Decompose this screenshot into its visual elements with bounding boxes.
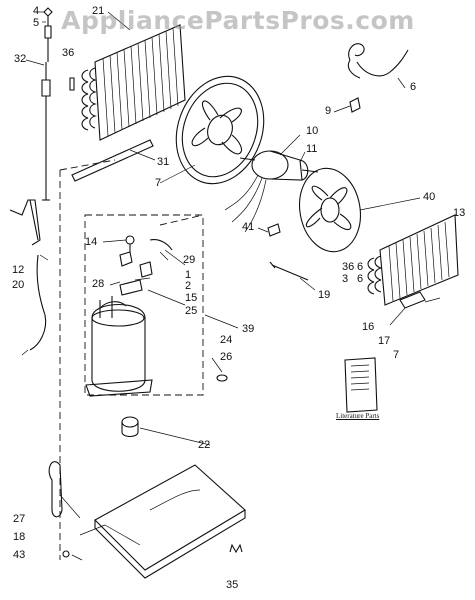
tube-part-32 xyxy=(41,62,51,201)
literature-label: Literature Parts xyxy=(336,412,380,420)
callout-5: 5 xyxy=(33,17,40,29)
callout-20: 20 xyxy=(12,279,25,291)
callout-7b: 7 xyxy=(393,349,400,361)
bolt-part-19 xyxy=(269,261,309,281)
callout-6: 6 xyxy=(410,81,417,93)
leader-lines xyxy=(25,11,441,561)
callout-43: 43 xyxy=(13,549,26,561)
callout-25: 25 xyxy=(185,305,198,317)
callout-16: 16 xyxy=(362,321,375,333)
gasket-part-27 xyxy=(48,461,63,518)
callout-10: 10 xyxy=(306,125,319,137)
relay-part-28 xyxy=(119,251,153,296)
tube-part-12 xyxy=(9,199,41,246)
callout-15: 15 xyxy=(185,292,198,304)
callout-31: 31 xyxy=(157,156,170,168)
compressor-part-39 xyxy=(85,296,153,397)
callout-18: 18 xyxy=(13,531,26,543)
callout-26: 26 xyxy=(220,351,233,363)
base-pan xyxy=(94,464,246,579)
bracket-part-16 xyxy=(399,291,426,309)
harness-part-20 xyxy=(21,254,49,356)
callout-22: 22 xyxy=(198,439,211,451)
overload-part-14 xyxy=(125,235,173,252)
valve-part-4-5 xyxy=(43,7,53,62)
grommet-part-24 xyxy=(216,374,228,382)
callout-29: 29 xyxy=(183,254,196,266)
callout-24: 24 xyxy=(220,334,233,346)
callout-3: 3 xyxy=(342,273,349,285)
callout-6c: 6 xyxy=(357,273,364,285)
callout-28: 28 xyxy=(92,278,105,290)
literature-sheet xyxy=(344,357,378,413)
callout-9: 9 xyxy=(325,105,332,117)
callout-19: 19 xyxy=(318,289,331,301)
callout-40: 40 xyxy=(423,191,436,203)
callout-2: 2 xyxy=(185,280,192,292)
tubing-part-6 xyxy=(347,43,409,79)
callout-39: 39 xyxy=(242,323,255,335)
callout-6b: 6 xyxy=(357,261,364,273)
evaporator-coil-part-13 xyxy=(367,214,459,306)
clip-part-9 xyxy=(349,97,361,113)
clip-part-35 xyxy=(229,543,243,554)
callout-41: 41 xyxy=(242,221,255,233)
callout-12: 12 xyxy=(12,264,25,276)
gasket-part-31 xyxy=(71,139,154,182)
fan-blade-part-7 xyxy=(175,75,265,185)
callout-36b: 36 xyxy=(342,261,355,273)
screw-part-43 xyxy=(62,550,70,558)
callout-7: 7 xyxy=(155,177,162,189)
callout-4: 4 xyxy=(33,5,40,17)
callout-21: 21 xyxy=(92,5,105,17)
condenser-coil-part-21 xyxy=(81,24,186,141)
fitting-part-22 xyxy=(121,416,139,438)
callout-35: 35 xyxy=(226,579,239,591)
callout-17: 17 xyxy=(378,335,391,347)
callout-1: 1 xyxy=(185,269,192,281)
blower-wheel-part-40 xyxy=(299,167,361,253)
motor-part-10 xyxy=(224,150,319,233)
callout-13: 13 xyxy=(453,207,466,219)
callout-14: 14 xyxy=(85,236,98,248)
part-41 xyxy=(267,223,281,237)
callout-27: 27 xyxy=(13,513,26,525)
callout-11: 11 xyxy=(306,143,318,155)
callout-36: 36 xyxy=(62,47,75,59)
callout-32: 32 xyxy=(14,53,27,65)
cap-part-36 xyxy=(69,77,75,91)
